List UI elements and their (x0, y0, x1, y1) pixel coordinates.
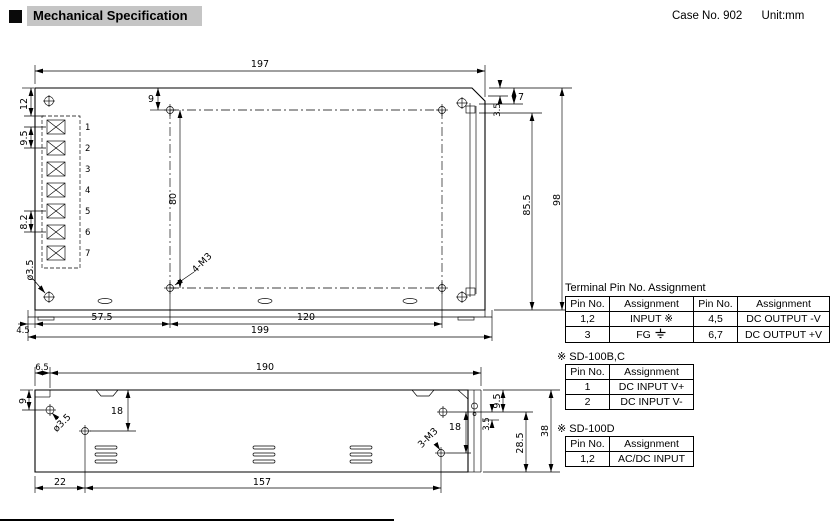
dim-9-5-side: 9.5 (492, 393, 503, 408)
dim-28-5: 28.5 (515, 432, 526, 453)
dim-4-5: 4.5 (16, 326, 30, 336)
hole-4-m3-label: 4-M3 (190, 251, 215, 276)
table-row: 3 FG 6,7 DC OUTPUT +V (565, 326, 830, 343)
pin-number: 2 (85, 144, 90, 154)
dia-3-5-label: ø3.5 (25, 260, 36, 281)
base-strip (27, 310, 493, 321)
sd100bc-title: ※ SD-100B,C (557, 351, 625, 363)
dim-120: 120 (297, 312, 315, 323)
section-header: Mechanical Specification (9, 6, 202, 26)
table-row: 1,2 AC/DC INPUT (565, 451, 694, 467)
pin-cell: 2 (565, 394, 610, 410)
dim-18-right: 18 (449, 422, 461, 433)
table-row: 2 DC INPUT V- (565, 394, 694, 410)
dim-197: 197 (251, 59, 269, 70)
assignment-cell: DC INPUT V- (609, 394, 694, 410)
sd100bc-table: Pin No. Assignment 1 DC INPUT V+ 2 DC IN… (565, 364, 694, 410)
table-header-row: Pin No. Assignment (565, 364, 694, 380)
section-title: Mechanical Specification (27, 6, 202, 26)
side-view-dimension-lines (20, 367, 560, 493)
assignment-col-header: Assignment (609, 296, 694, 312)
unit-label: Unit:mm (761, 10, 805, 22)
terminal-table-title: Terminal Pin No. Assignment (565, 282, 706, 294)
dim-85-5: 85.5 (522, 194, 533, 215)
dim-9: 9 (148, 94, 154, 105)
top-view: 1 2 3 4 5 6 7 (16, 59, 572, 341)
dim-12: 12 (19, 98, 30, 110)
dim-199: 199 (251, 325, 269, 336)
top-view-dimension-lines (18, 65, 572, 341)
terminal-block: 1 2 3 4 5 6 7 (41, 115, 90, 269)
dim-3-5-side: 3.5 (482, 417, 492, 431)
sd100d-title: ※ SD-100D (557, 423, 615, 435)
dim-7: 7 (518, 92, 524, 103)
dim-18-left: 18 (111, 406, 123, 417)
side-view: 6.5 190 9 18 ø3.5 9.5 3.5 18 3-M3 28.5 3… (18, 362, 560, 493)
dim-98: 98 (552, 194, 563, 206)
pin-number: 5 (85, 207, 90, 217)
assignment-cell: DC OUTPUT +V (737, 326, 830, 343)
right-bracket (465, 103, 477, 297)
case-outline (34, 87, 486, 311)
pin-number: 3 (85, 165, 90, 175)
assignment-cell: DC INPUT V+ (609, 379, 694, 395)
hole-3-m3-label: 3-M3 (416, 426, 441, 451)
assignment-cell: INPUT ※ (609, 311, 694, 327)
sd100d-table: Pin No. Assignment 1,2 AC/DC INPUT (565, 436, 694, 467)
dim-22: 22 (54, 477, 66, 488)
dim-190: 190 (256, 362, 274, 373)
table-row: 1 DC INPUT V+ (565, 379, 694, 395)
fg-label: FG (636, 329, 651, 341)
assignment-col-header: Assignment (609, 436, 694, 452)
pin-number: 1 (85, 123, 90, 133)
pin-cell: 1 (565, 379, 610, 395)
assignment-cell: AC/DC INPUT (609, 451, 694, 467)
assignment-col-header: Assignment (737, 296, 830, 312)
dim-3-5: 3.5 (493, 103, 503, 117)
pin-cell: 4,5 (693, 311, 738, 327)
dim-38: 38 (540, 425, 551, 437)
pin-cell: 3 (565, 326, 610, 343)
side-details (35, 389, 482, 473)
pin-cell: 1,2 (565, 451, 610, 467)
assignment-col-header: Assignment (609, 364, 694, 380)
pin-cell: 1,2 (565, 311, 610, 327)
pin-number: 6 (85, 228, 90, 238)
corner-screw-holes (43, 95, 468, 303)
ground-icon (655, 328, 666, 339)
pin-col-header: Pin No. (565, 364, 610, 380)
dim-8-2: 8.2 (19, 214, 30, 229)
assignment-cell: DC OUTPUT -V (737, 311, 830, 327)
dim-57-5: 57.5 (91, 312, 112, 323)
case-number: Case No. 902 (672, 10, 743, 22)
pin-col-header: Pin No. (565, 296, 610, 312)
bottom-slots (97, 298, 418, 304)
dim-157: 157 (253, 477, 271, 488)
side-holes (44, 404, 449, 459)
vent-louvers (94, 445, 373, 464)
terminal-assignment-table: Pin No. Assignment Pin No. Assignment 1,… (565, 296, 830, 343)
assignment-cell-fg: FG (609, 326, 694, 343)
section-bullet-icon (9, 9, 22, 23)
dim-9-5: 9.5 (19, 130, 30, 145)
pin-number: 4 (85, 186, 90, 196)
table-header-row: Pin No. Assignment (565, 436, 694, 452)
pin-number: 7 (85, 249, 90, 259)
dim-9-side: 9 (18, 398, 29, 404)
pin-col-header: Pin No. (693, 296, 738, 312)
dim-6-5: 6.5 (35, 363, 49, 373)
case-info: Case No. 902 Unit:mm (672, 10, 804, 22)
pin-col-header: Pin No. (565, 436, 610, 452)
table-row: 1,2 INPUT ※ 4,5 DC OUTPUT -V (565, 311, 830, 327)
table-header-row: Pin No. Assignment Pin No. Assignment (565, 296, 830, 312)
dim-80: 80 (168, 193, 179, 205)
pin-cell: 6,7 (693, 326, 738, 343)
